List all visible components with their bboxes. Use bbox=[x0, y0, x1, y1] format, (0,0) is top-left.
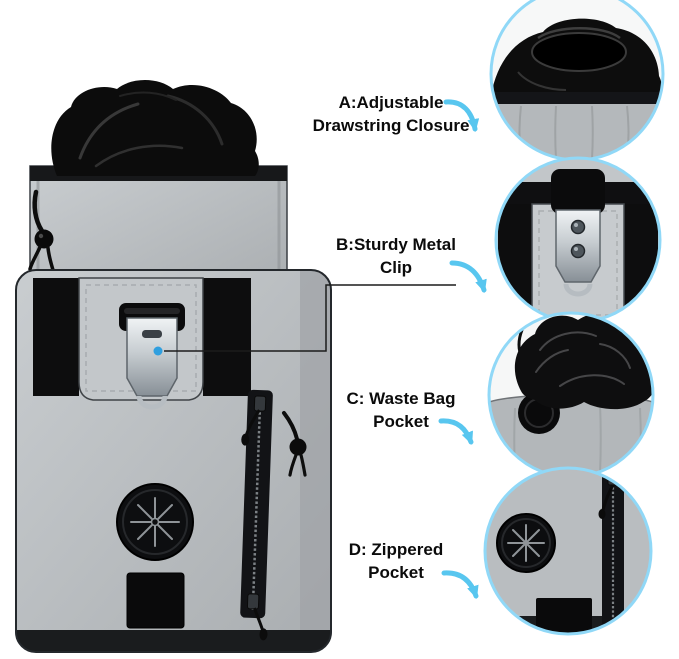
label-b-line1: B:Sturdy Metal bbox=[336, 235, 456, 254]
bag-bottom-piping bbox=[16, 630, 331, 652]
bag-waste-dispenser-outlet bbox=[116, 483, 194, 561]
callout-arrows bbox=[438, 99, 487, 599]
main-bag-photo bbox=[15, 80, 332, 653]
label-a-line2: Drawstring Closure bbox=[313, 116, 470, 135]
bag-left-drawcord-toggle bbox=[28, 189, 55, 272]
inset-d-ring bbox=[483, 466, 653, 636]
label-c-line2: Pocket bbox=[373, 412, 429, 431]
arrow-b-icon bbox=[449, 260, 487, 293]
label-c-line1: C: Waste Bag bbox=[347, 389, 456, 408]
inset-d-dispenser-spokes bbox=[507, 524, 545, 562]
bag-right-drawcord-toggle bbox=[282, 411, 307, 477]
inset-zippered-pocket-photo bbox=[483, 466, 653, 636]
callout-labels: A:Adjustable Drawstring Closure B:Sturdy… bbox=[313, 93, 470, 582]
callout-line-metal-clip bbox=[153, 284, 456, 356]
arrow-d-icon bbox=[441, 570, 479, 599]
bag-velcro-patch bbox=[126, 572, 185, 629]
label-d-line1: D: Zippered bbox=[349, 540, 443, 559]
arrow-a-icon bbox=[443, 99, 480, 132]
label-b-line2: Clip bbox=[380, 258, 412, 277]
fabric-highlights bbox=[78, 91, 224, 168]
inset-metal-clip-photo bbox=[494, 156, 662, 324]
bag-side-zipper bbox=[240, 389, 273, 641]
waste-bag-crumple bbox=[514, 313, 653, 410]
inset-drawstring-closure-photo bbox=[489, 0, 665, 162]
inset-d-velcro-patch bbox=[536, 598, 592, 634]
inset-waste-bag-pocket-photo bbox=[487, 311, 655, 479]
clip-annotation-dot bbox=[153, 346, 163, 356]
bag-drawstring-fabric bbox=[51, 80, 259, 176]
label-a-line1: A:Adjustable bbox=[339, 93, 444, 112]
waste-bag-highlights bbox=[535, 331, 631, 387]
bag-metal-clip bbox=[119, 303, 185, 410]
arrow-c-icon bbox=[438, 418, 474, 445]
label-d-line2: Pocket bbox=[368, 563, 424, 582]
